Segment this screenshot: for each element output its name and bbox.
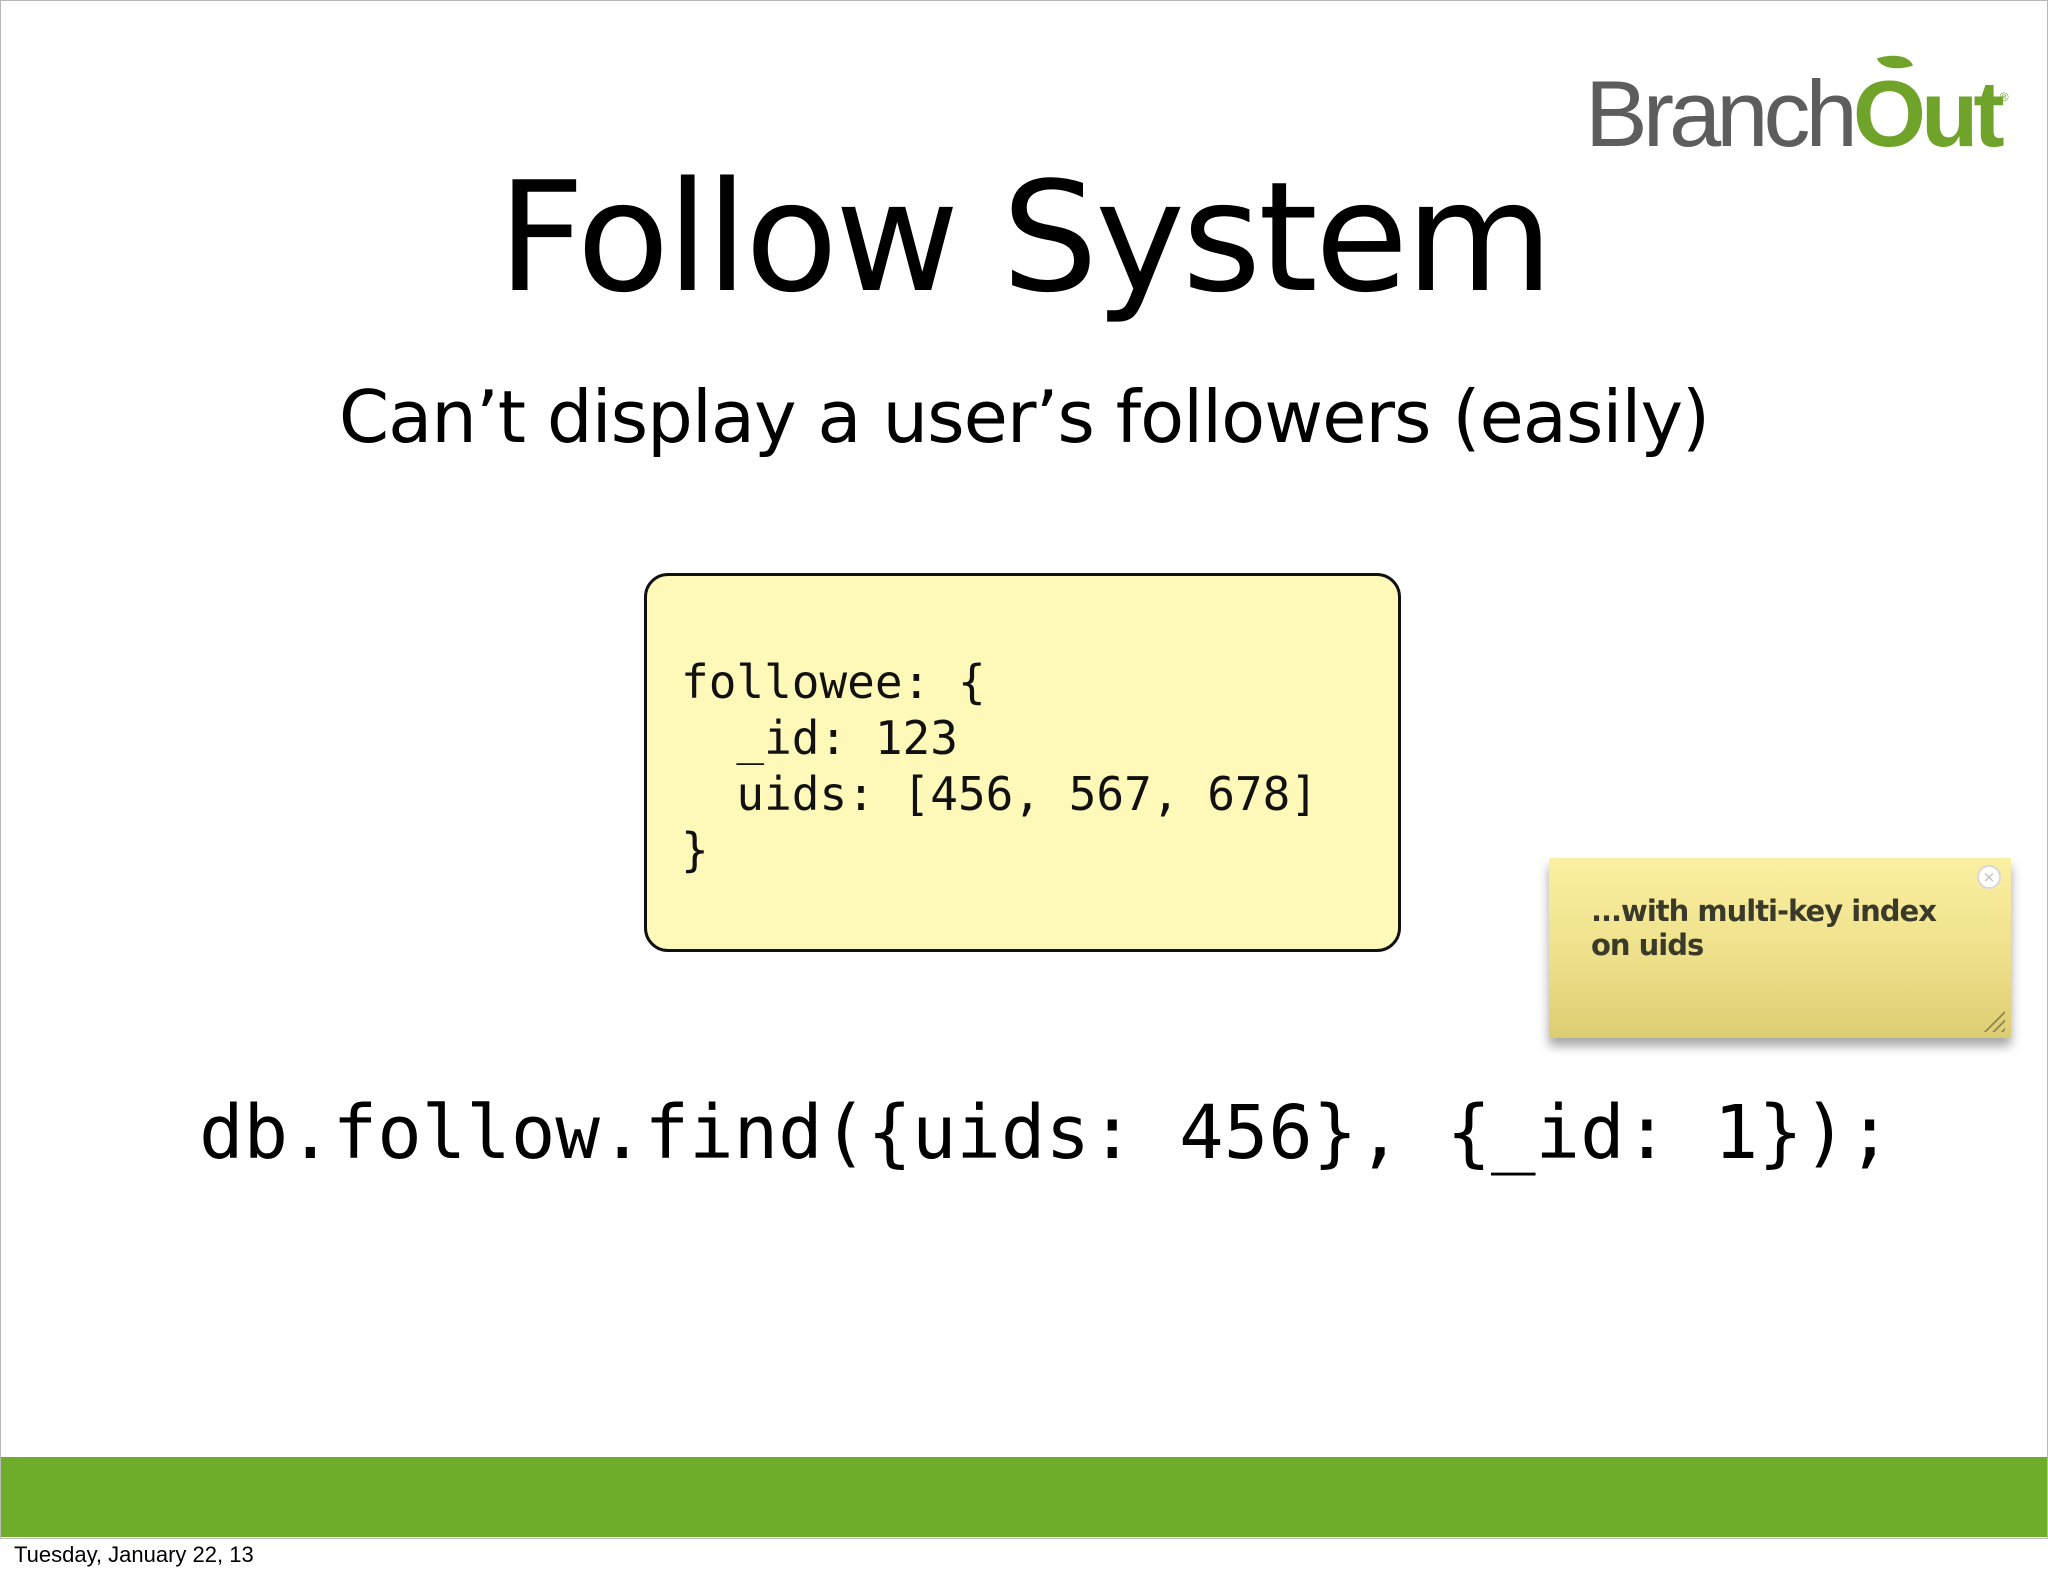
document-code-box: followee: { _id: 123 uids: [456, 567, 67… [644, 573, 1401, 952]
resize-handle-icon[interactable] [1983, 1010, 2005, 1032]
date-label: Tuesday, January 22, 13 [14, 1542, 254, 1567]
code-line: followee: { [681, 655, 986, 709]
footer-bar [1, 1457, 2047, 1537]
sticky-note-text: ...with multi-key index on uids [1591, 894, 1937, 962]
slide-subtitle: Can’t display a user’s followers (easily… [338, 375, 1710, 459]
branchout-logo: Branch Out ® [1585, 48, 2009, 166]
slide: Branch Out ® Follow System Can’t display… [0, 0, 2048, 1539]
logo-out-label: Out [1852, 61, 2005, 166]
logo-registered-mark: ® [1999, 90, 2009, 104]
sticky-note[interactable]: × ...with multi-key index on uids [1549, 858, 2011, 1038]
code-line: _id: 123 [681, 711, 958, 765]
code-line: } [681, 823, 709, 877]
logo-out-text: Out [1853, 48, 2005, 161]
logo-branch-text: Branch [1585, 61, 1858, 166]
query-code: db.follow.find({uids: 456}, {_id: 1}); [199, 1090, 1892, 1176]
close-icon[interactable]: × [1977, 865, 2001, 889]
code-line: uids: [456, 567, 678] [681, 767, 1318, 821]
slide-title: Follow System [497, 149, 1554, 326]
